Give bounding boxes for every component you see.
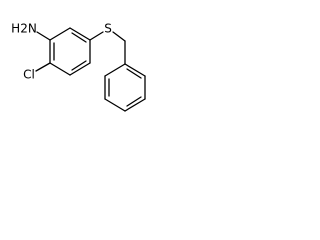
bond [69, 62, 91, 76]
bond [69, 27, 91, 41]
bond-c-cl [35, 62, 51, 72]
bond [104, 63, 126, 77]
double-bond-inner [126, 96, 142, 107]
benzyl-ring [104, 63, 146, 112]
bond-c-s [89, 31, 104, 41]
bond-s-ch2 [112, 31, 126, 42]
bond [49, 27, 71, 41]
double-bond-inner [71, 32, 87, 43]
molecule-structure: H2N Cl S [11, 22, 146, 112]
amine-label: H2N [11, 22, 37, 36]
bond [124, 98, 146, 112]
double-bond-inner [126, 68, 142, 79]
bond-c-n [36, 31, 51, 41]
bond [124, 63, 146, 77]
bond [49, 62, 71, 76]
double-bond-inner [71, 60, 87, 71]
sulfur-label: S [104, 22, 112, 36]
aniline-ring [49, 27, 91, 76]
chlorine-label: Cl [23, 68, 35, 82]
bond [104, 98, 126, 112]
